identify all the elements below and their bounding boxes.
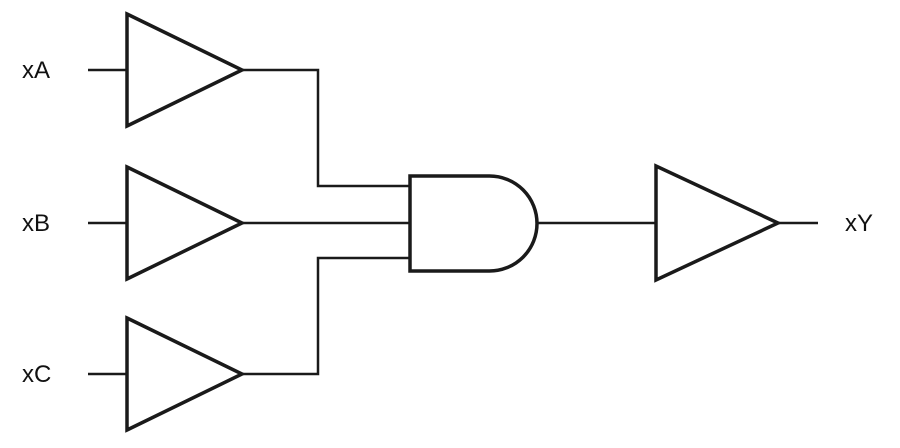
buffer-gate-y	[654, 163, 783, 283]
wires	[88, 68, 818, 376]
output-label-y: xY	[845, 210, 873, 237]
wire-c-to-and	[240, 256, 411, 376]
gates	[125, 11, 783, 433]
wire-a-to-and	[240, 68, 411, 188]
and-gate	[408, 174, 539, 273]
input-label-c: xC	[22, 361, 51, 388]
input-label-a: xA	[22, 57, 50, 84]
buffer-gate-c	[125, 315, 246, 433]
buffer-gate-b	[125, 164, 246, 282]
buffer-gate-a	[125, 11, 246, 129]
input-label-b: xB	[22, 210, 50, 237]
